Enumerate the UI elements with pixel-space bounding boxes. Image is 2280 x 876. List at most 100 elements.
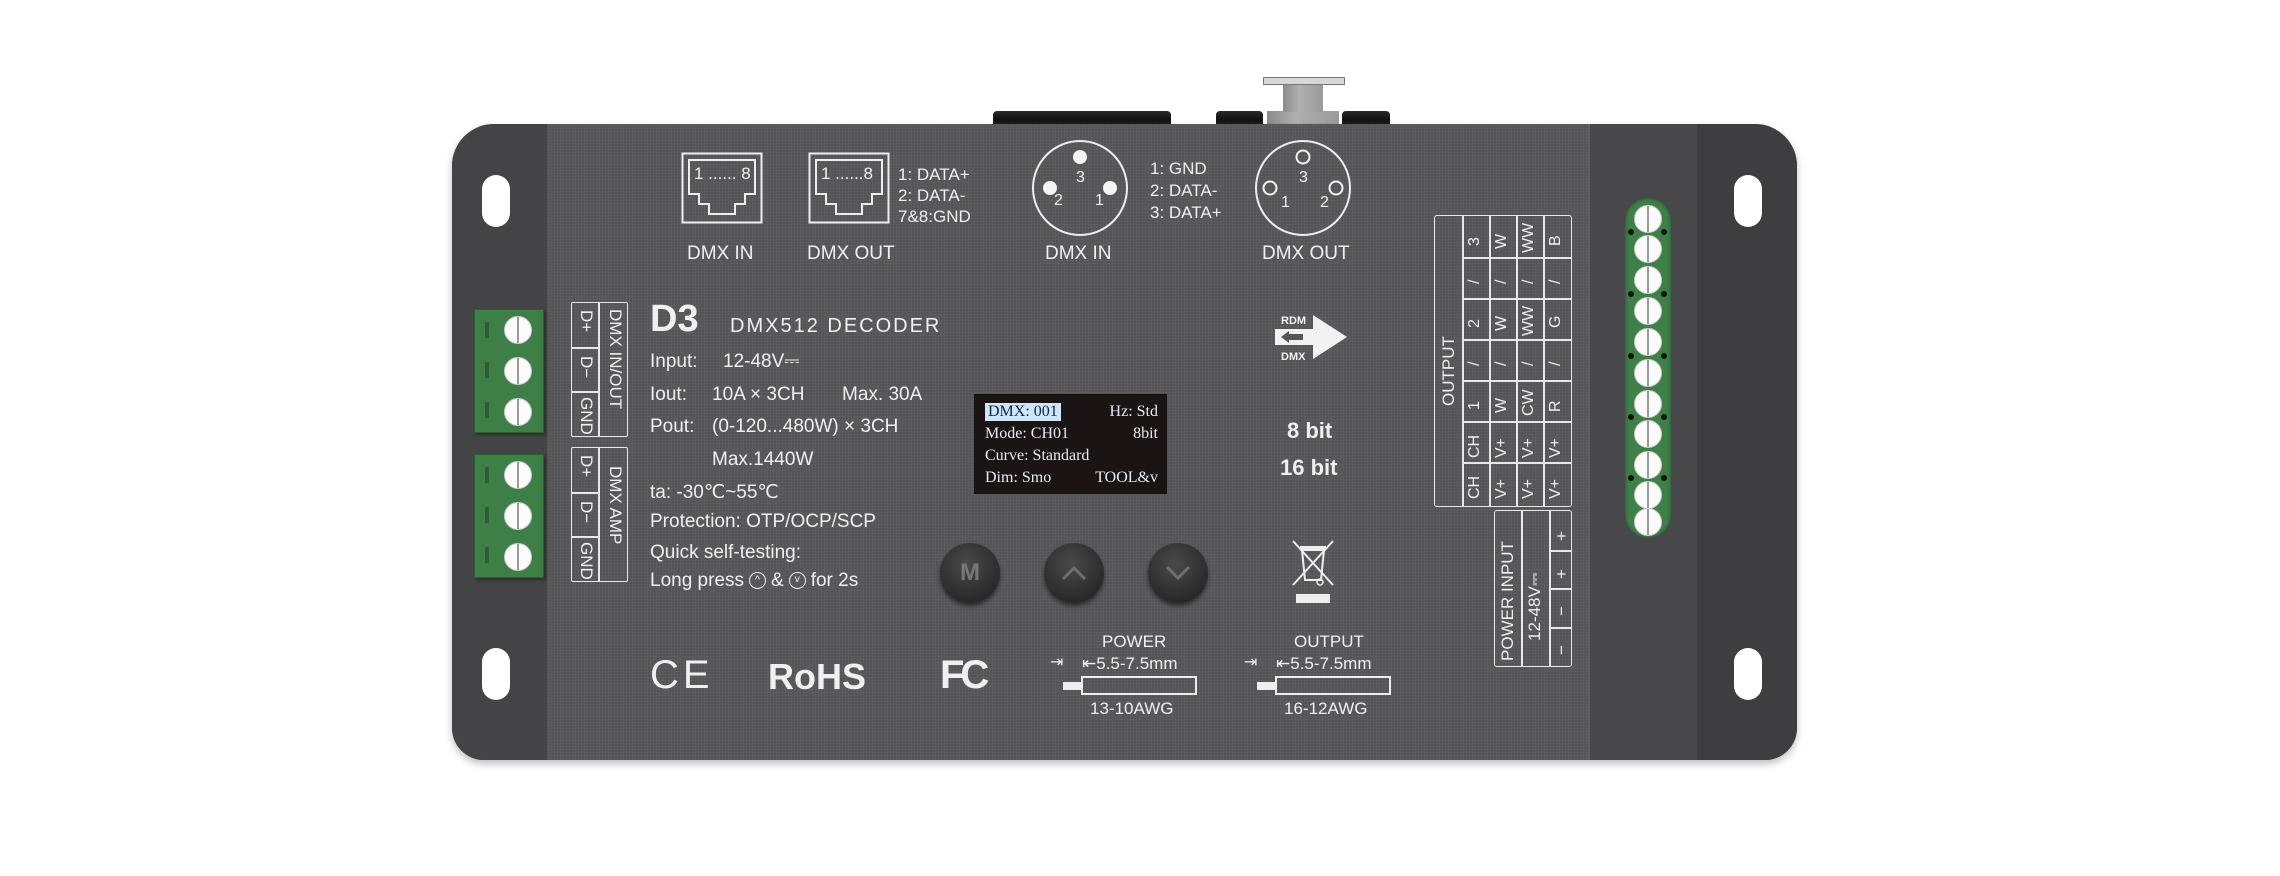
xlr-in-label: DMX IN	[1045, 243, 1112, 264]
wire-spec-output-title: OUTPUT	[1294, 632, 1364, 651]
terminal-block-dmx-in-out[interactable]	[474, 309, 544, 433]
oled-dmx-address: DMX: 001	[985, 403, 1061, 421]
xlr-latch[interactable]	[1267, 111, 1339, 125]
screw-icon[interactable]	[504, 357, 532, 385]
power-input-table: POWER INPUT 12-48V⎓ − − + +	[1494, 510, 1572, 667]
terminal-block-dmx-amp[interactable]	[474, 454, 544, 578]
strip-arrow-icon: ⇥	[1050, 654, 1064, 671]
power-pin: +	[1552, 531, 1571, 541]
xlr-in-icon	[1030, 138, 1130, 243]
bit-mode-8: 8 bit	[1287, 418, 1333, 443]
output-table: OUTPUT CH V+ V+ V+ CH V+ V+ V+ 1 W CW R …	[1434, 215, 1572, 507]
spec-pout-value: (0-120...480W) × 3CH	[712, 416, 899, 437]
fcc-mark: FC	[940, 653, 989, 697]
oled-bit: 8bit	[1133, 425, 1158, 442]
xlr-out-connector-top-left	[1216, 111, 1263, 125]
screw-icon[interactable]	[1634, 205, 1662, 233]
power-input-voltage: 12-48V⎓	[1525, 572, 1544, 641]
xlr-out-pin-1: 1	[1281, 194, 1290, 211]
wire-spec-output-strip: ⇤5.5-7.5mm	[1276, 654, 1372, 673]
pin-label: GND	[577, 542, 596, 580]
rj45-in-pins: 1 ...... 8	[694, 164, 751, 183]
spec-temperature: ta: -30℃~55℃	[650, 482, 779, 503]
power-input-title: POWER INPUT	[1498, 541, 1517, 661]
power-pin: −	[1552, 606, 1571, 616]
screw-icon[interactable]	[1634, 420, 1662, 448]
spec-iout-value: 10A × 3CH	[712, 384, 805, 405]
label-box-dmx-amp: DMX AMP D+ D− GND	[571, 447, 628, 582]
wire-spec-output-gauge: 16-12AWG	[1284, 699, 1368, 718]
dmx-in-out-title: DMX IN/OUT	[606, 309, 625, 410]
xlr-in-pin-1: 1	[1095, 192, 1104, 209]
screw-icon[interactable]	[1634, 297, 1662, 325]
rohs-mark: RoHS	[768, 656, 866, 697]
rj45-out-icon	[808, 152, 890, 229]
output-power-terminal-block[interactable]	[1625, 198, 1671, 538]
spec-protection: Protection: OTP/OCP/SCP	[650, 511, 876, 532]
rj45-in-icon	[681, 152, 763, 229]
wire-icon	[1257, 676, 1392, 701]
rj45-out-pins: 1 ......8	[821, 164, 873, 183]
mount-hole-bottom-left	[482, 648, 510, 700]
xlr-in-pin-2: 2	[1054, 192, 1063, 209]
chevron-up-icon	[1061, 565, 1087, 581]
xlr-in-connector-top	[993, 111, 1171, 125]
spec-pout-max: Max.1440W	[712, 449, 814, 470]
rdm-label: RDM	[1281, 315, 1307, 327]
pin-label: D−	[577, 501, 596, 524]
oled-tool: TOOL&v	[1095, 469, 1158, 486]
power-pin: +	[1552, 569, 1571, 579]
power-pin: −	[1552, 645, 1571, 655]
oled-mode: Mode: CH01	[985, 425, 1069, 442]
oled-display: DMX: 001 Hz: Std Mode: CH01 8bit Curve: St…	[974, 394, 1167, 494]
screw-icon[interactable]	[504, 502, 532, 530]
oled-hz: Hz: Std	[1109, 403, 1158, 420]
pin-label: D+	[577, 455, 596, 478]
xlr-out-pin-2: 2	[1320, 194, 1329, 211]
screw-icon[interactable]	[1634, 508, 1662, 536]
up-button[interactable]	[1044, 543, 1104, 603]
screw-icon[interactable]	[504, 316, 532, 344]
oled-dim: Dim: Smo	[985, 469, 1052, 486]
spec-iout-max: Max. 30A	[842, 384, 923, 405]
xlr-latch-stem	[1283, 82, 1323, 112]
pin-label: D+	[577, 310, 596, 333]
label-box-dmx-in-out: DMX IN/OUT D+ D− GND	[571, 302, 628, 437]
up-circle-icon: ^	[749, 572, 767, 589]
screw-icon[interactable]	[1634, 451, 1662, 479]
strip-arrow-icon: ⇥	[1244, 654, 1258, 671]
model-name: D3	[650, 298, 699, 340]
product-name: DMX512 DECODER	[730, 315, 942, 337]
xlr-out-icon	[1253, 138, 1353, 243]
screw-icon[interactable]	[1634, 235, 1662, 263]
weee-bin-icon	[1290, 538, 1336, 611]
screw-icon[interactable]	[1634, 481, 1662, 509]
spec-pout-label: Pout:	[650, 416, 695, 437]
down-circle-icon: v	[788, 572, 806, 589]
output-table-title: OUTPUT	[1439, 336, 1458, 406]
mode-button[interactable]: M	[940, 543, 1000, 603]
pin-label: GND	[577, 397, 596, 435]
screw-icon[interactable]	[504, 461, 532, 489]
screw-icon[interactable]	[1634, 390, 1662, 418]
screw-icon[interactable]	[1634, 359, 1662, 387]
screw-icon[interactable]	[504, 543, 532, 571]
screw-icon[interactable]	[1634, 328, 1662, 356]
down-button[interactable]	[1148, 543, 1208, 603]
xlr-out-pin-3: 3	[1299, 169, 1308, 186]
screw-icon[interactable]	[1634, 266, 1662, 294]
oled-curve: Curve: Standard	[985, 447, 1090, 464]
mount-hole-bottom-right	[1734, 648, 1762, 700]
bit-mode-16: 16 bit	[1280, 455, 1338, 480]
xlr-out-label: DMX OUT	[1262, 243, 1350, 264]
spec-input-label: Input:	[650, 351, 698, 372]
xlr-out-connector-top-right	[1342, 111, 1390, 125]
screw-icon[interactable]	[504, 398, 532, 426]
self-test-title: Quick self-testing:	[650, 542, 801, 563]
dmx-amp-title: DMX AMP	[606, 466, 625, 545]
xlr-latch-tab[interactable]	[1263, 77, 1345, 85]
rj45-pinout: 1: DATA+ 2: DATA- 7&8:GND	[898, 165, 971, 226]
dmx-label: DMX	[1281, 351, 1306, 363]
wire-spec-power-gauge: 13-10AWG	[1090, 699, 1174, 718]
self-test-instructions: Long press ^ & v for 2s	[650, 570, 859, 591]
